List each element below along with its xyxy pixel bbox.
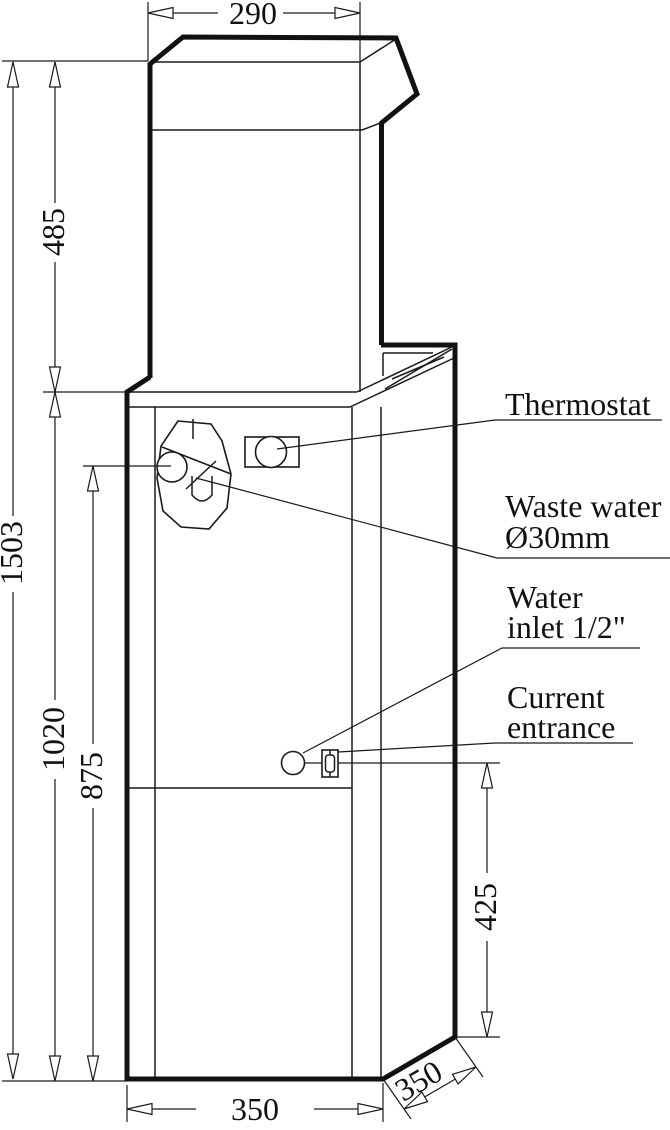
overall-height-arrow-top	[6, 61, 20, 88]
dimension-overall-height: 1503	[0, 61, 29, 1080]
water-inlet-label-line2: inlet 1/2"	[507, 609, 626, 645]
base-depth-extension-lines	[382, 1036, 484, 1120]
current-entrance-label-line2: entrance	[507, 709, 615, 745]
current-entrance-label-line1: Current	[507, 679, 605, 715]
dimension-tap-height: 875	[2, 465, 127, 1082]
cooler-outline	[124, 34, 458, 1082]
thermostat-dial	[254, 435, 288, 469]
waste-water-label-line1: Waste water	[505, 488, 662, 524]
cabinet-height-arrow-bottom	[48, 1055, 62, 1082]
water-inlet-port	[280, 750, 306, 776]
tap-height-value: 875	[73, 752, 109, 800]
faucet-assembly	[83, 419, 232, 530]
cabinet-height-value: 1020	[35, 707, 71, 771]
upper-section-arrow-bottom	[48, 366, 62, 393]
current-entrance-leader-line	[337, 742, 633, 753]
top-width-value: 290	[229, 0, 277, 31]
upper-section-value: 485	[35, 208, 71, 256]
dimension-inlet-height: 425	[455, 762, 503, 1038]
base-depth-arrow-upper	[451, 1066, 477, 1085]
water-inlet-label-line1: Water	[507, 579, 583, 615]
thermostat-leader-line	[276, 419, 662, 450]
cap-top-right-slant	[359, 38, 397, 63]
basin-rim-line-4	[391, 356, 445, 380]
overall-height-arrow-bottom	[6, 1053, 20, 1080]
dimension-top-width: 290	[2, 0, 361, 62]
top-width-arrow-right	[334, 6, 361, 20]
callout-labels: Thermostat Waste water Ø30mm Water inlet…	[505, 386, 662, 745]
dimension-base-width: 350	[126, 1083, 384, 1127]
base-width-extension-lines	[126, 1083, 384, 1122]
faucet-cross-line	[185, 460, 217, 490]
base-depth-arrow-lower	[403, 1091, 429, 1110]
tap-height-arrow-top	[86, 465, 100, 492]
faucet-spout-outline	[191, 476, 213, 502]
basin-rim-line-3	[384, 348, 453, 390]
inlet-height-value: 425	[467, 883, 503, 931]
callout-leaders	[195, 419, 670, 754]
faucet-knob	[156, 451, 188, 483]
base-width-arrow-right	[357, 1102, 384, 1116]
dimension-upper-section: 485	[35, 61, 127, 393]
overall-height-value: 1503	[0, 521, 29, 585]
cap-and-tower-outline	[147, 34, 420, 378]
inlet-and-socket	[280, 749, 500, 778]
dimension-cabinet-height: 1020	[35, 391, 71, 1082]
top-width-extension-lines	[2, 2, 361, 62]
top-width-arrow-left	[147, 6, 174, 20]
inlet-height-arrow-top	[480, 762, 494, 789]
cabinet-height-arrow-top	[48, 391, 62, 418]
tap-height-arrow-bottom	[86, 1055, 100, 1082]
cooler-structure-lines	[127, 38, 455, 1079]
waste-water-label-line2: Ø30mm	[505, 519, 610, 555]
thermostat-label: Thermostat	[505, 386, 651, 422]
upper-section-arrow-top	[48, 61, 62, 88]
water-inlet-leader-line	[302, 647, 640, 754]
cabinet-top-right-diagonal	[349, 357, 455, 408]
inlet-height-arrow-bottom	[480, 1011, 494, 1038]
base-width-value: 350	[231, 1091, 279, 1127]
ledge-right-diagonal	[356, 345, 455, 393]
thermostat-assembly	[244, 435, 300, 469]
base-width-arrow-left	[126, 1102, 153, 1116]
waste-water-leader-line	[195, 477, 670, 559]
